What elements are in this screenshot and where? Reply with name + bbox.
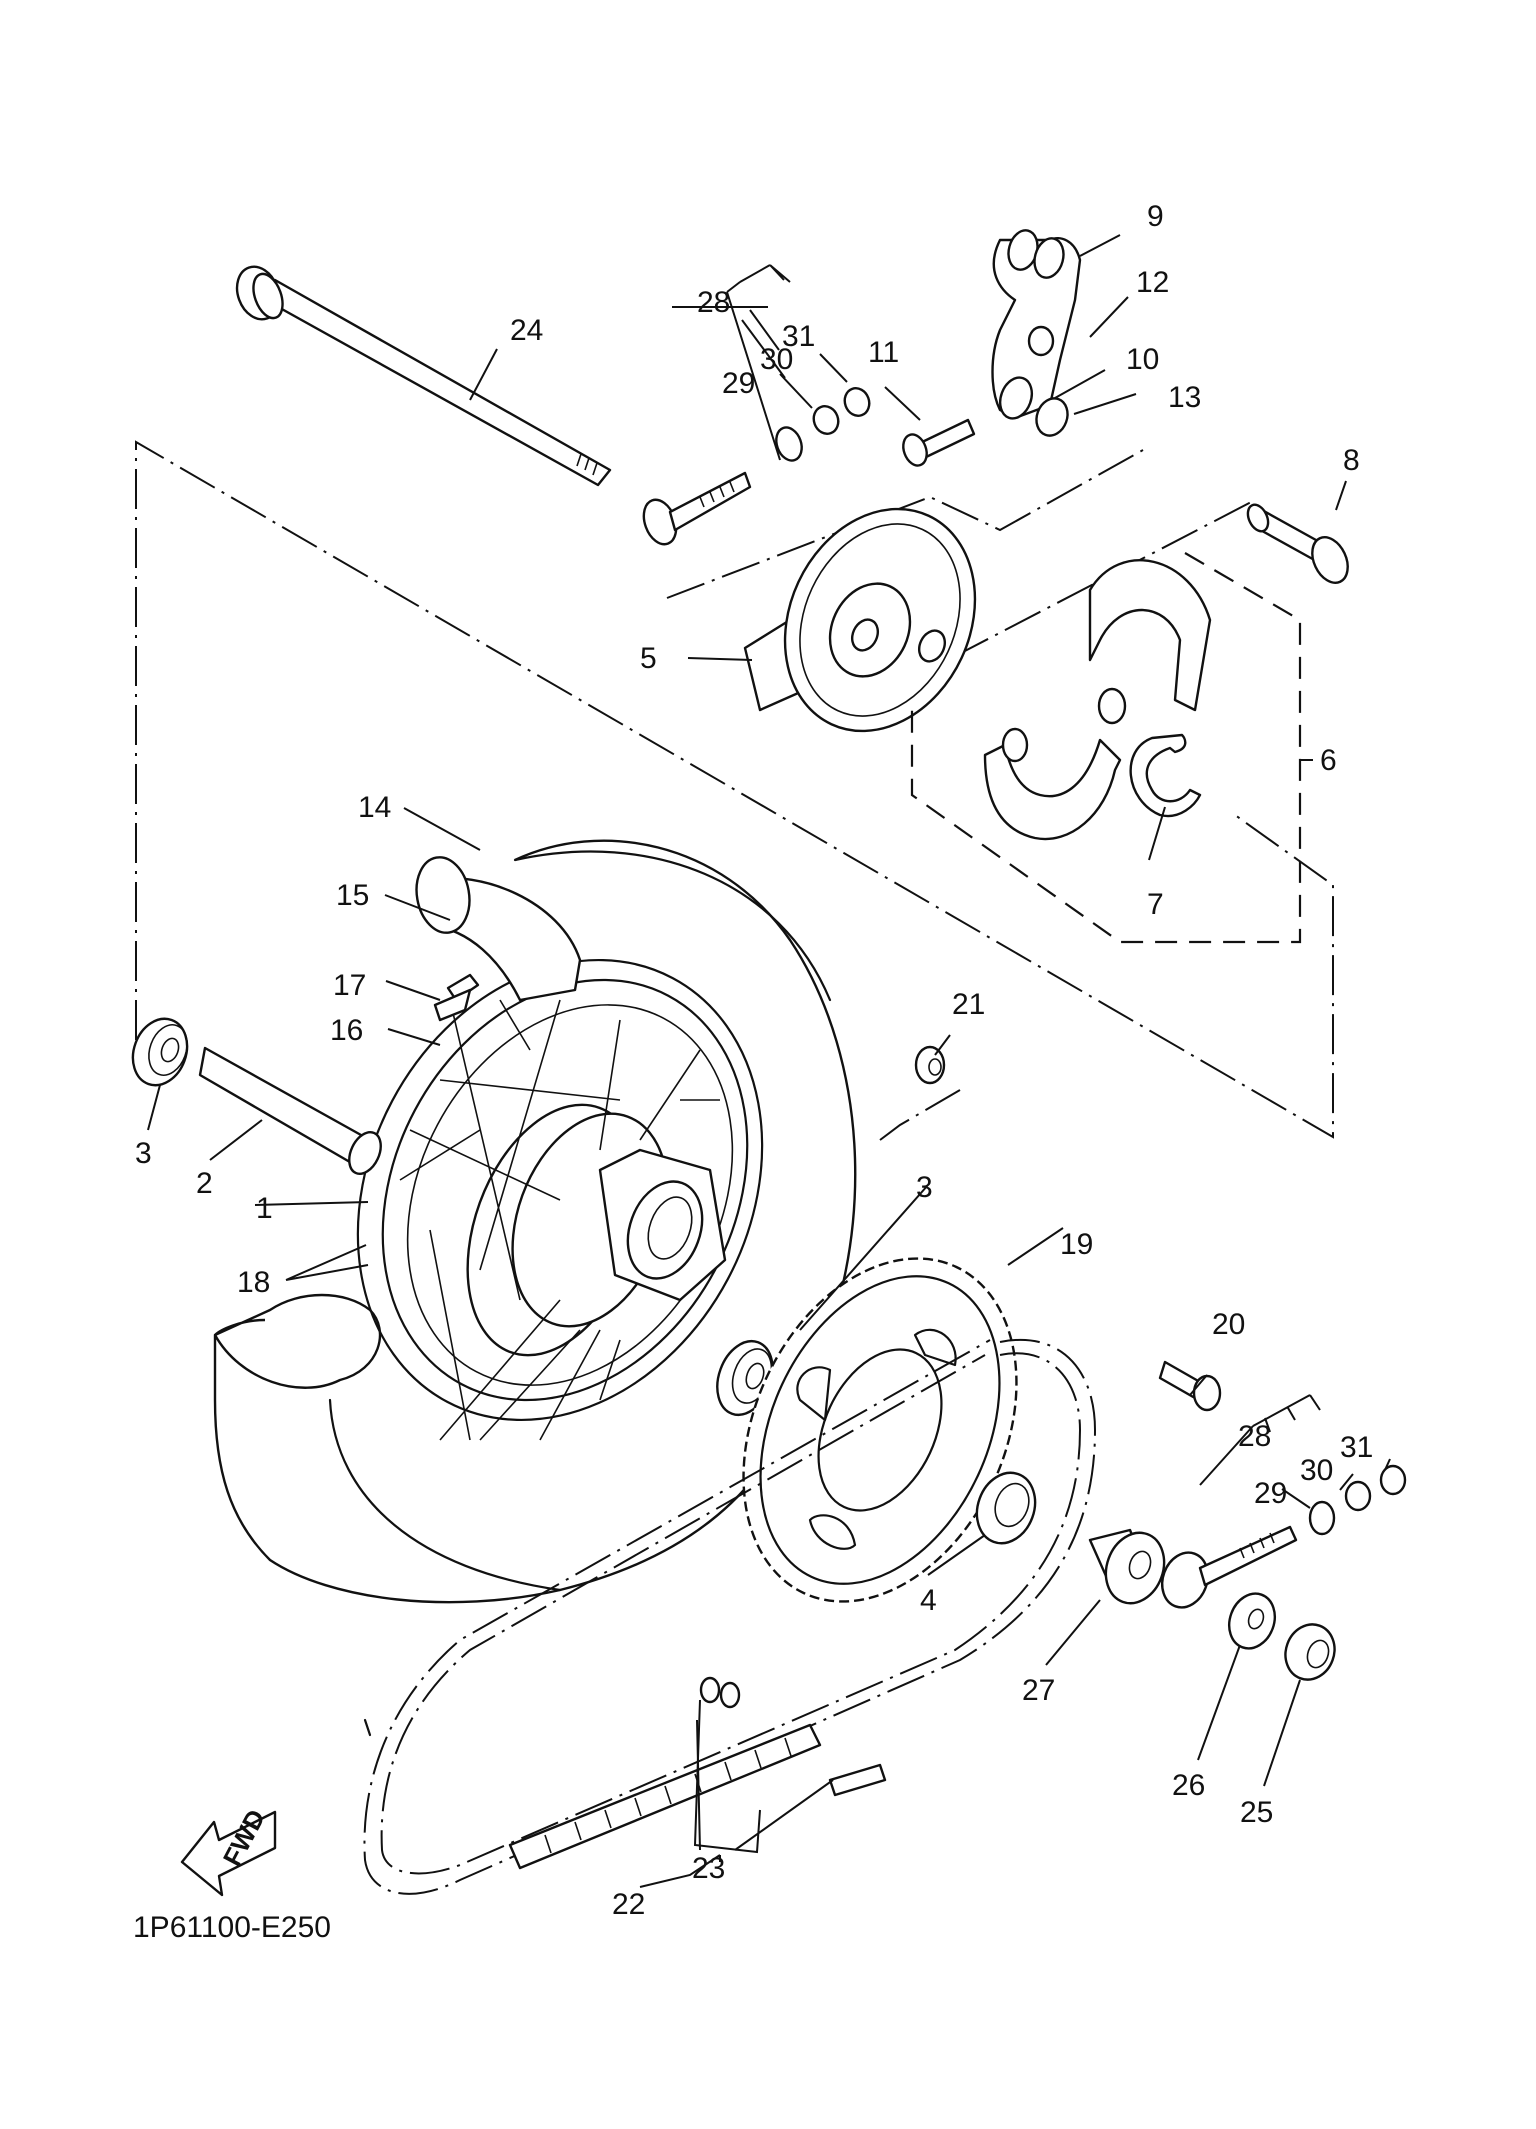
callout-20[interactable]: 20: [1212, 1308, 1245, 1341]
callout-6[interactable]: 6: [1320, 744, 1337, 777]
callout-14[interactable]: 14: [358, 791, 391, 824]
callout-1[interactable]: 1: [256, 1192, 273, 1225]
bolt-part-20[interactable]: [1158, 1360, 1222, 1412]
small-parts-lever[interactable]: [995, 325, 1073, 440]
callout-25[interactable]: 25: [1240, 1796, 1273, 1829]
callout-2[interactable]: 2: [196, 1167, 213, 1200]
callout-23[interactable]: 23: [692, 1852, 725, 1885]
chain-puller-bottom[interactable]: [1155, 1464, 1407, 1614]
leader-lines: [147, 234, 1391, 1888]
forward-direction-arrow: FWD: [180, 1804, 277, 1897]
callout-29-bottom[interactable]: 29: [1254, 1477, 1287, 1510]
callout-19[interactable]: 19: [1060, 1228, 1093, 1261]
chain-puller-top[interactable]: [638, 385, 873, 549]
nut-part-21[interactable]: [914, 1045, 946, 1085]
callout-10[interactable]: 10: [1126, 343, 1159, 376]
drive-chain-part[interactable]: [363, 1338, 1097, 1895]
oil-seal-part[interactable]: [967, 1465, 1044, 1552]
spacer-part[interactable]: [198, 1046, 387, 1179]
callout-9[interactable]: 9: [1147, 200, 1164, 233]
callout-18[interactable]: 18: [237, 1266, 270, 1299]
bolt-part-11[interactable]: [899, 418, 976, 469]
callout-31-top[interactable]: 31: [782, 320, 815, 353]
callout-5[interactable]: 5: [640, 642, 657, 675]
callout-11[interactable]: 11: [868, 336, 899, 369]
callout-7[interactable]: 7: [1147, 888, 1164, 921]
brake-shoe-plate-part[interactable]: [743, 478, 1010, 763]
callout-31-bottom[interactable]: 31: [1340, 1431, 1373, 1464]
callout-3-right[interactable]: 3: [916, 1171, 933, 1204]
callout-26[interactable]: 26: [1172, 1769, 1205, 1802]
callout-8[interactable]: 8: [1343, 444, 1360, 477]
callout-12[interactable]: 12: [1136, 266, 1169, 299]
callout-21[interactable]: 21: [952, 988, 985, 1021]
callout-3-left[interactable]: 3: [135, 1137, 152, 1170]
callout-24[interactable]: 24: [510, 314, 543, 347]
collar-part[interactable]: [1088, 1525, 1174, 1612]
nut-part-25[interactable]: [1278, 1617, 1342, 1686]
callout-13[interactable]: 13: [1168, 381, 1201, 414]
callout-17[interactable]: 17: [333, 969, 366, 1002]
brake-camshaft-part[interactable]: [1244, 502, 1355, 589]
callout-29-top[interactable]: 29: [722, 367, 755, 400]
callout-30-top[interactable]: 30: [760, 343, 793, 376]
callout-4[interactable]: 4: [920, 1584, 937, 1617]
drawing-code: 1P61100-E250: [133, 1911, 331, 1944]
callout-30-bottom[interactable]: 30: [1300, 1454, 1333, 1487]
callout-27[interactable]: 27: [1022, 1674, 1055, 1707]
callout-22[interactable]: 22: [612, 1888, 645, 1921]
bearing-left-part[interactable]: [124, 1011, 196, 1093]
callout-labels: 24 28 29 30 31 11 9 12 10 13 8 5 6 7 14 …: [135, 200, 1373, 1921]
callout-28-bottom[interactable]: 28: [1238, 1420, 1271, 1453]
rear-wheel-assembly[interactable]: [213, 839, 857, 1604]
brake-shoe-kit[interactable]: [910, 552, 1302, 944]
callout-28-top[interactable]: 28: [697, 286, 730, 319]
callout-16[interactable]: 16: [330, 1014, 363, 1047]
axle-part[interactable]: [230, 261, 612, 487]
callout-15[interactable]: 15: [336, 879, 369, 912]
washer-part-26[interactable]: [1222, 1587, 1282, 1655]
